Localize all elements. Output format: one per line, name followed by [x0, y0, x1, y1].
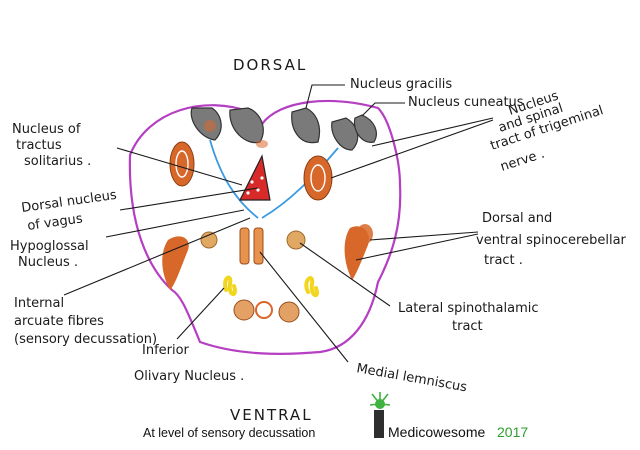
medial-lemniscus	[239, 227, 264, 265]
arcuate-fibre-left	[209, 139, 259, 219]
pointer-trigeminal-2	[330, 119, 494, 179]
spinocerebellar-tracts	[162, 224, 373, 290]
pointer-spinothalamic	[299, 242, 391, 307]
label-vagus-2: of vagus	[26, 211, 83, 234]
label-solitarius-3: solitarius .	[24, 154, 91, 169]
nucleus-cuneatus-right	[331, 117, 359, 151]
spinocerebellar-right-small	[357, 224, 373, 244]
label-spinocerebellar-1: Dorsal and	[482, 211, 552, 226]
trigeminal-nucleus-left	[169, 141, 195, 187]
label-spinocerebellar-3: tract .	[484, 253, 523, 268]
label-spinothalamic-2: tract	[452, 319, 483, 334]
pointer-lemniscus	[259, 251, 349, 363]
medial-lemniscus-left	[239, 227, 250, 265]
label-hypoglossal-1: Hypoglossal	[10, 239, 89, 254]
spinothalamic-left	[200, 231, 218, 249]
medulla-outline	[128, 99, 402, 355]
nucleus-gracilis-left	[229, 107, 264, 144]
label-olivary-2: Olivary Nucleus .	[134, 369, 244, 384]
brand-year: 2017	[497, 424, 529, 440]
dorsal-label: DORSAL	[233, 56, 307, 74]
trigeminal-nucleus-right	[303, 155, 333, 201]
pointer-solitarius	[116, 147, 243, 186]
pointer-spinocerebellar-2	[355, 233, 479, 261]
pointer-trigeminal-1	[371, 117, 494, 147]
arcuate-fibre-right	[261, 147, 339, 219]
label-medial-lemniscus: Medial lemniscus	[355, 361, 468, 395]
hypoglossal-nucleus	[204, 120, 268, 148]
brand-name: Medicowesome	[388, 424, 486, 440]
pointer-lines	[63, 84, 494, 363]
pointer-spinocerebellar-1	[369, 231, 479, 241]
medicowesome-logo-icon	[369, 392, 391, 438]
pointer-vagus	[119, 187, 259, 211]
label-olivary-1: Inferior	[142, 343, 190, 358]
label-vagus-1: Dorsal nucleus	[20, 188, 117, 216]
label-trigeminal-4: nerve .	[499, 146, 547, 174]
label-hypoglossal-2: Nucleus .	[18, 255, 78, 270]
pointer-arcuate	[63, 217, 251, 296]
internal-arcuate-fibres	[209, 139, 339, 219]
inferior-olivary-nuclei	[223, 275, 319, 298]
pointer-gracilis	[305, 84, 345, 109]
label-solitarius-2: tractus	[16, 138, 62, 153]
pointer-olivary	[176, 287, 225, 340]
pointer-hypoglossal	[105, 209, 245, 238]
olive-left	[223, 275, 237, 296]
medial-lemniscus-right	[253, 227, 264, 265]
nucleus-cuneatus-right-2	[353, 114, 377, 143]
label-spinothalamic-1: Lateral spinothalamic	[398, 301, 539, 316]
caption: At level of sensory decussation	[143, 426, 316, 440]
spinocerebellar-left	[162, 236, 189, 290]
ventral-label: VENTRAL	[230, 406, 313, 424]
dorsal-column-nuclei	[190, 107, 377, 151]
solitarius-triangle	[239, 154, 271, 201]
pointer-cuneatus	[361, 102, 405, 117]
nucleus-gracilis-right	[291, 107, 321, 144]
label-arcuate-3: (sensory decussation)	[14, 332, 157, 347]
ventral-circles	[233, 299, 300, 323]
nucleus-tractus-solitarius	[239, 154, 271, 201]
label-nucleus-cuneatus: Nucleus cuneatus	[408, 95, 524, 110]
olive-right	[304, 276, 319, 298]
label-solitarius-1: Nucleus of	[12, 122, 81, 137]
label-arcuate-2: arcuate fibres	[14, 314, 104, 329]
label-spinocerebellar-2: ventral spinocerebellar	[476, 233, 627, 248]
label-nucleus-gracilis: Nucleus gracilis	[350, 77, 452, 92]
spinothalamic-right	[286, 230, 306, 250]
label-arcuate-1: Internal	[14, 296, 64, 311]
spinothalamic-nuclei	[200, 230, 306, 250]
